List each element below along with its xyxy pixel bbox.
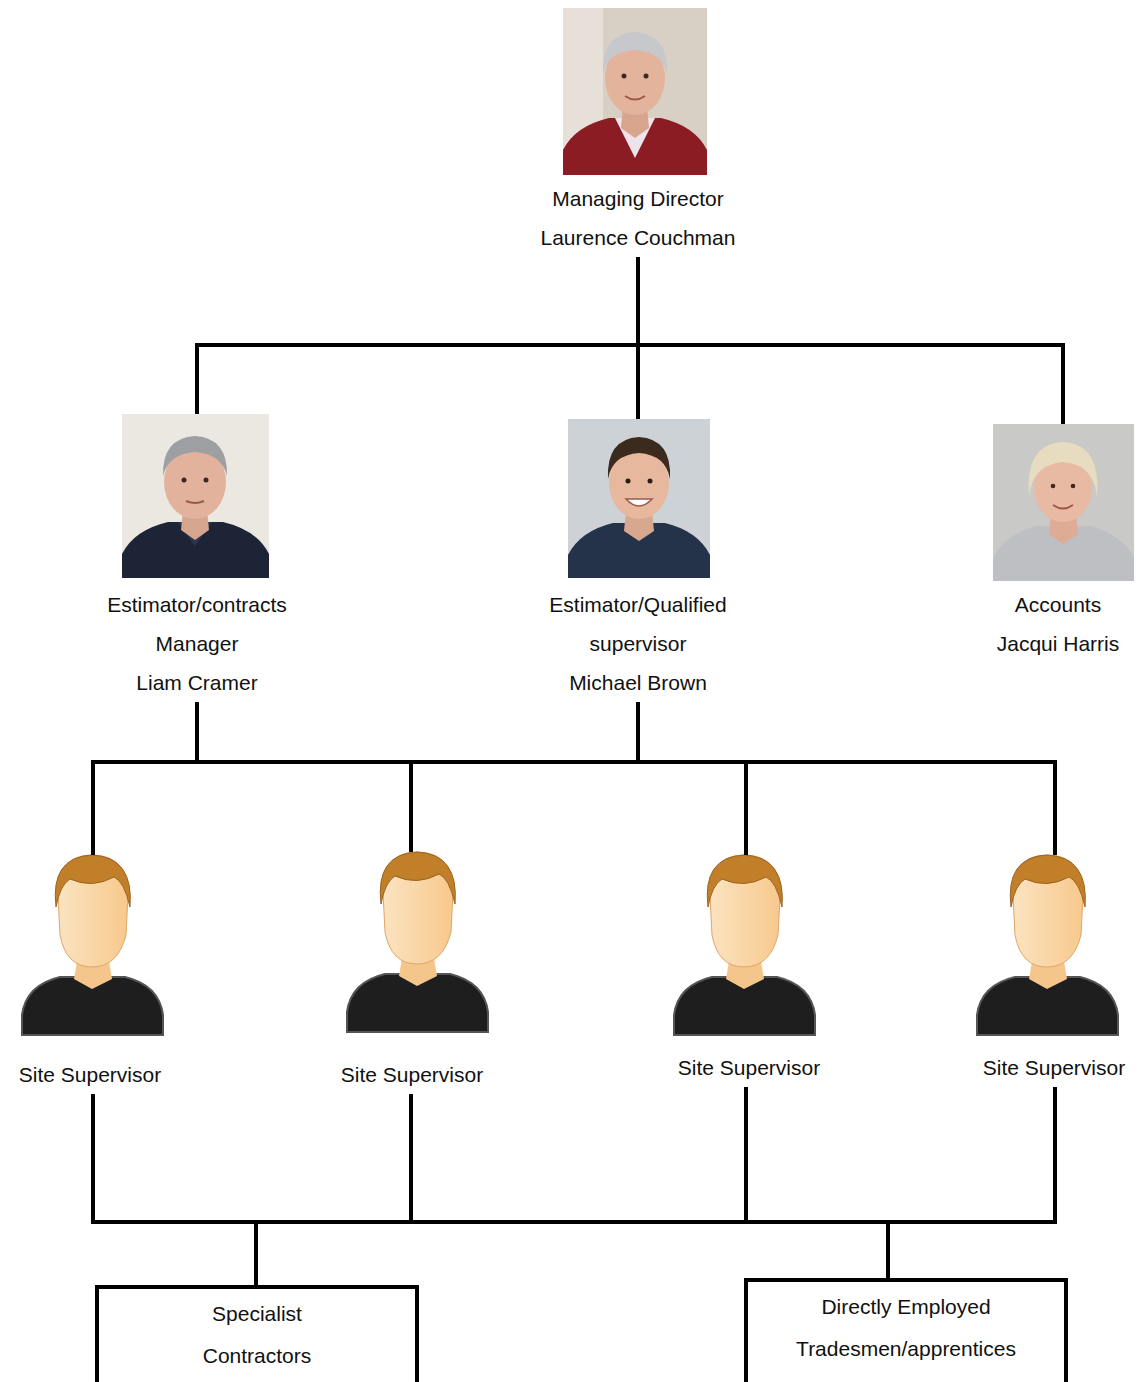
person-icon — [347, 852, 488, 1032]
photo-background — [568, 419, 710, 578]
box-label: Specialist Contractors — [177, 1293, 337, 1377]
eye — [204, 478, 209, 483]
connector-line — [93, 702, 638, 855]
photo-background — [122, 414, 269, 578]
eye — [648, 479, 653, 484]
role-label: Site Supervisor — [327, 1055, 497, 1094]
connector-line — [197, 702, 411, 852]
portrait-photo — [993, 424, 1134, 581]
eye — [1071, 484, 1076, 489]
mouth — [625, 96, 645, 100]
connector-line — [638, 702, 746, 855]
role-label: Estimator/Qualified supervisor — [523, 585, 753, 663]
photo-background — [993, 424, 1134, 581]
hair — [603, 32, 667, 74]
connector-line — [256, 1094, 411, 1285]
role-label: Site Supervisor — [664, 1048, 834, 1087]
eye — [626, 479, 631, 484]
name-label: Michael Brown — [523, 663, 753, 702]
group-box: Specialist Contractors — [95, 1285, 419, 1382]
name-label: Jacqui Harris — [980, 624, 1136, 663]
eye — [182, 478, 187, 483]
connector-line — [197, 257, 638, 414]
connector-line — [746, 1087, 888, 1278]
connector-line — [93, 1094, 888, 1278]
portrait-photo — [122, 414, 269, 578]
person-icon — [22, 855, 163, 1035]
role-label: Site Supervisor — [970, 1048, 1138, 1087]
connector-line — [638, 702, 1055, 855]
role-card: Site Supervisor — [5, 855, 175, 1094]
role-label: Estimator/contracts Manager — [82, 585, 312, 663]
connector-line — [888, 1087, 1055, 1278]
portrait-photo — [568, 419, 710, 578]
hair — [608, 437, 670, 479]
connector-line — [197, 702, 1055, 855]
name-label: Laurence Couchman — [518, 218, 758, 257]
role-label: Site Supervisor — [5, 1055, 175, 1094]
role-card: Site Supervisor — [664, 855, 834, 1087]
hair — [1029, 442, 1098, 496]
name-label: Liam Cramer — [82, 663, 312, 702]
person-card: Estimator/contracts ManagerLiam Cramer — [82, 414, 312, 702]
person-card: Estimator/Qualified supervisorMichael Br… — [523, 419, 753, 702]
connector-line — [93, 702, 197, 855]
eye — [622, 74, 627, 79]
box-label: Directly Employed Tradesmen/apprentices — [761, 1286, 1051, 1370]
connector-line — [256, 1087, 1055, 1285]
eye — [644, 74, 649, 79]
photo-background — [563, 8, 707, 175]
connector-line — [197, 702, 746, 855]
connector-line — [411, 702, 638, 852]
mouth — [1053, 505, 1073, 509]
portrait-photo — [563, 8, 707, 175]
mouth — [186, 501, 204, 503]
connector-line — [256, 1087, 746, 1285]
connector-line — [411, 1094, 888, 1278]
role-label: Accounts — [980, 585, 1136, 624]
connector-line — [93, 1094, 256, 1285]
person-icon — [977, 855, 1118, 1035]
role-card: Site Supervisor — [970, 855, 1138, 1087]
person-icon — [674, 855, 815, 1035]
hair — [163, 436, 227, 476]
connector-line — [638, 257, 1063, 424]
person-card: Managing DirectorLaurence Couchman — [518, 8, 758, 257]
role-card: Site Supervisor — [327, 852, 497, 1094]
person-card: AccountsJacqui Harris — [980, 424, 1136, 663]
smile — [626, 499, 652, 506]
eye — [1051, 484, 1056, 489]
group-box: Directly Employed Tradesmen/apprentices — [744, 1278, 1068, 1382]
role-label: Managing Director — [518, 179, 758, 218]
